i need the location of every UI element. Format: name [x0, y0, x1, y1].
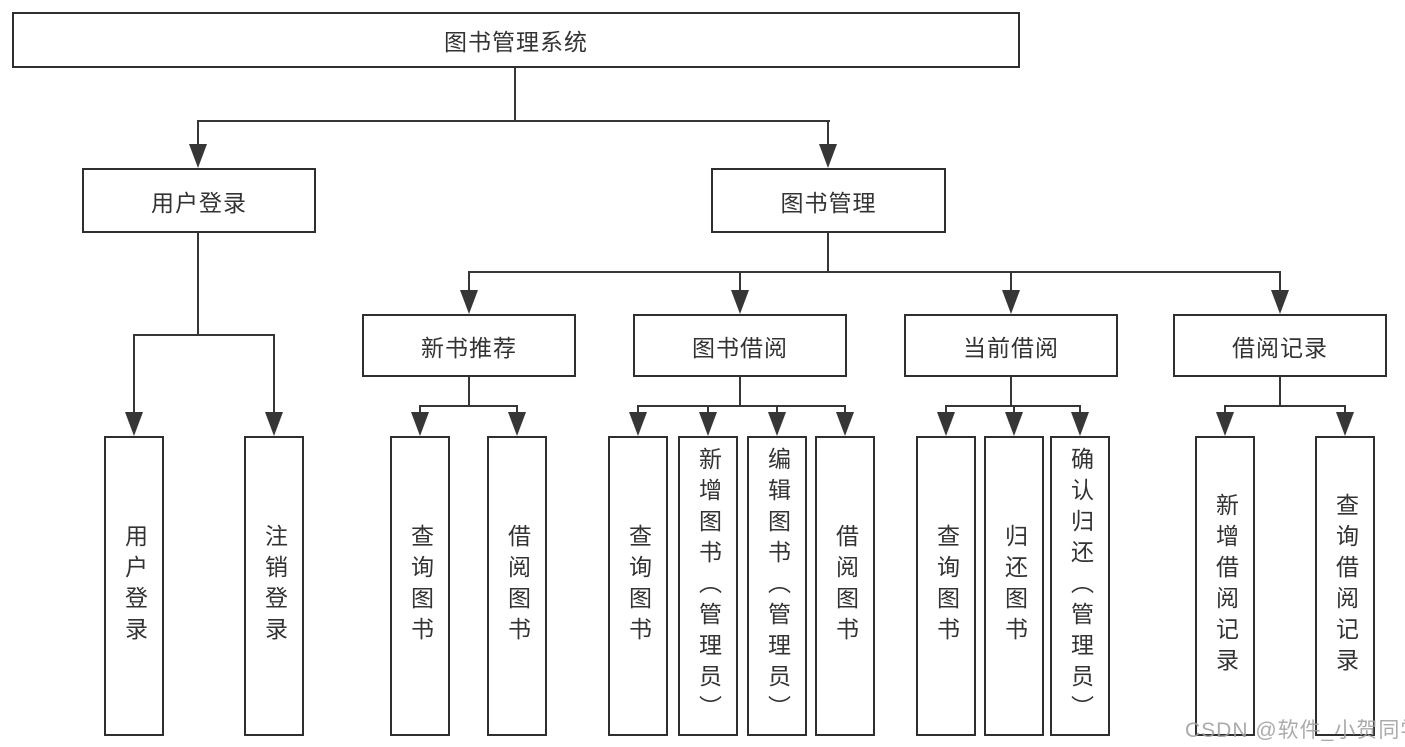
connector-line: [197, 233, 199, 336]
connector-arrow-icon: [1002, 290, 1020, 314]
leaf-query-books-1: 查询图书: [390, 436, 450, 736]
node-user-login-label: 用户登录: [151, 189, 247, 216]
node-current-borrow-label: 当前借阅: [963, 334, 1059, 361]
connector-arrow-icon: [836, 412, 854, 436]
connector-line: [637, 405, 639, 415]
connector-line: [516, 405, 518, 415]
connector-arrow-icon: [1071, 412, 1089, 436]
node-new-book-recommend-label: 新书推荐: [421, 334, 517, 361]
leaf-borrow-books-1-label: 借阅图书: [504, 524, 531, 648]
connector-arrow-icon: [1271, 290, 1289, 314]
connector-line: [739, 377, 741, 407]
leaf-query-borrow-record-label: 查询借阅记录: [1332, 493, 1359, 679]
connector-line: [827, 120, 829, 148]
connector-line: [776, 405, 778, 415]
leaf-add-book-admin-label: 新增图书（管理员）: [695, 446, 722, 726]
connector-line: [468, 271, 1281, 273]
node-borrow-records: 借阅记录: [1173, 314, 1387, 377]
leaf-query-books-2-label: 查询图书: [625, 524, 652, 648]
connector-arrow-icon: [937, 412, 955, 436]
node-book-management: 图书管理: [711, 168, 946, 233]
connector-arrow-icon: [629, 412, 647, 436]
connector-line: [133, 334, 275, 336]
connector-arrow-icon: [189, 144, 207, 168]
connector-line: [197, 120, 199, 148]
connector-arrow-icon: [731, 290, 749, 314]
node-book-borrow-label: 图书借阅: [692, 334, 788, 361]
leaf-return-book: 归还图书: [984, 436, 1044, 736]
leaf-user-login-label: 用户登录: [121, 524, 148, 648]
leaf-confirm-return-admin: 确认归还（管理员）: [1050, 436, 1110, 736]
connector-line: [273, 334, 275, 414]
connector-line: [197, 120, 830, 122]
connector-line: [1344, 405, 1346, 415]
leaf-query-books-1-label: 查询图书: [407, 524, 434, 648]
connector-line: [133, 334, 135, 414]
connector-arrow-icon: [699, 412, 717, 436]
connector-arrow-icon: [265, 412, 283, 436]
node-borrow-records-label: 借阅记录: [1232, 334, 1328, 361]
connector-line: [514, 68, 516, 122]
connector-arrow-icon: [1005, 412, 1023, 436]
connector-arrow-icon: [508, 412, 526, 436]
connector-arrow-icon: [1336, 412, 1354, 436]
leaf-edit-book-admin: 编辑图书（管理员）: [747, 436, 807, 736]
connector-line: [468, 377, 470, 407]
leaf-borrow-books-1: 借阅图书: [487, 436, 547, 736]
connector-line: [1010, 377, 1012, 407]
leaf-borrow-books-2: 借阅图书: [815, 436, 875, 736]
connector-arrow-icon: [125, 412, 143, 436]
node-root-label: 图书管理系统: [444, 29, 588, 55]
connector-line: [419, 405, 518, 407]
connector-arrow-icon: [1216, 412, 1234, 436]
node-current-borrow: 当前借阅: [904, 314, 1118, 377]
leaf-add-borrow-record-label: 新增借阅记录: [1212, 493, 1239, 679]
connector-line: [1279, 377, 1281, 407]
node-new-book-recommend: 新书推荐: [362, 314, 576, 377]
node-book-borrow: 图书借阅: [633, 314, 847, 377]
connector-line: [945, 405, 947, 415]
connector-arrow-icon: [460, 290, 478, 314]
connector-arrow-icon: [411, 412, 429, 436]
node-user-login: 用户登录: [82, 168, 316, 233]
csdn-watermark: CSDN @软件_小贺同学: [1185, 719, 1405, 742]
connector-line: [419, 405, 421, 415]
connector-line: [637, 405, 846, 407]
connector-line: [1079, 405, 1081, 415]
leaf-add-book-admin: 新增图书（管理员）: [678, 436, 738, 736]
connector-arrow-icon: [819, 144, 837, 168]
connector-line: [1279, 271, 1281, 292]
leaf-confirm-return-admin-label: 确认归还（管理员）: [1067, 446, 1094, 726]
connector-line: [707, 405, 709, 415]
connector-line: [1010, 271, 1012, 292]
leaf-query-books-3-label: 查询图书: [933, 524, 960, 648]
leaf-logout: 注销登录: [244, 436, 304, 736]
connector-line: [827, 233, 829, 273]
leaf-query-books-3: 查询图书: [916, 436, 976, 736]
leaf-query-borrow-record: 查询借阅记录: [1315, 436, 1375, 736]
connector-line: [1224, 405, 1226, 415]
connector-line: [1224, 405, 1346, 407]
connector-line: [1013, 405, 1015, 415]
leaf-query-books-2: 查询图书: [608, 436, 668, 736]
node-root: 图书管理系统: [12, 12, 1020, 68]
connector-arrow-icon: [768, 412, 786, 436]
leaf-add-borrow-record: 新增借阅记录: [1195, 436, 1255, 736]
leaf-return-book-label: 归还图书: [1001, 524, 1028, 648]
connector-line: [739, 271, 741, 292]
leaf-borrow-books-2-label: 借阅图书: [832, 524, 859, 648]
connector-line: [844, 405, 846, 415]
node-book-management-label: 图书管理: [780, 189, 877, 216]
connector-line: [468, 271, 470, 292]
leaf-edit-book-admin-label: 编辑图书（管理员）: [764, 446, 791, 726]
leaf-logout-label: 注销登录: [261, 524, 288, 648]
leaf-user-login: 用户登录: [104, 436, 164, 736]
